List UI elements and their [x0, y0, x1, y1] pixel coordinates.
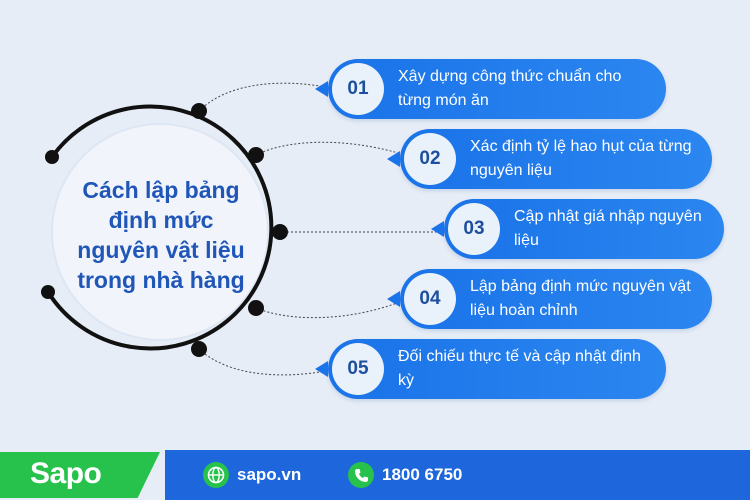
- node-04: [248, 300, 264, 316]
- step-04-arrow: [387, 291, 400, 307]
- globe-icon: [203, 462, 229, 488]
- step-02-text: Xác định tỷ lệ hao hụt của từng nguyên l…: [470, 138, 692, 179]
- arc-end-dot-bottom: [41, 285, 55, 299]
- step-05-arrow: [315, 361, 328, 377]
- connector-01: [198, 82, 341, 112]
- node-02: [248, 147, 264, 163]
- arc-end-dot-top: [45, 150, 59, 164]
- node-01: [191, 103, 207, 119]
- step-03-arrow: [431, 221, 444, 237]
- step-01: 01 Xây dựng công thức chuẩn cho từng món…: [315, 59, 666, 119]
- center-circle: [51, 123, 269, 341]
- sapo-logo: Sapo: [30, 457, 102, 490]
- step-05-number: 05: [332, 343, 384, 395]
- step-05: 05 Đối chiếu thực tế và cập nhật định kỳ: [315, 339, 666, 399]
- node-05: [191, 341, 207, 357]
- step-04-text: Lập bảng định mức nguyên vật liệu hoàn c…: [470, 278, 691, 319]
- step-03-text: Cập nhật giá nhập nguyên liệu: [514, 208, 702, 249]
- center-title: Cách lập bảng định mức nguyên vật liệu t…: [77, 177, 245, 293]
- phone-number[interactable]: 1800 6750: [382, 465, 463, 484]
- step-02: 02 Xác định tỷ lệ hao hụt của từng nguyê…: [387, 129, 712, 189]
- step-01-text: Xây dựng công thức chuẩn cho từng món ăn: [398, 68, 622, 109]
- connector-02: [255, 141, 406, 156]
- outer-arc: [46, 104, 274, 351]
- step-03: 03 Cập nhật giá nhập nguyên liệu: [431, 199, 724, 259]
- step-04-number: 04: [404, 273, 456, 325]
- website-link[interactable]: sapo.vn: [237, 465, 302, 484]
- step-02-arrow: [387, 151, 400, 167]
- phone-icon: [348, 462, 374, 488]
- step-05-text: Đối chiếu thực tế và cập nhật định kỳ: [398, 348, 641, 389]
- node-03: [272, 224, 288, 240]
- step-03-number: 03: [448, 203, 500, 255]
- sapo-logo-badge: [0, 452, 160, 498]
- connector-04: [255, 299, 406, 319]
- step-01-arrow: [315, 81, 328, 97]
- step-04: 04 Lập bảng định mức nguyên vật liệu hoà…: [387, 269, 712, 329]
- step-02-number: 02: [404, 133, 456, 185]
- diagram-canvas: [41, 82, 450, 376]
- step-01-number: 01: [332, 63, 384, 115]
